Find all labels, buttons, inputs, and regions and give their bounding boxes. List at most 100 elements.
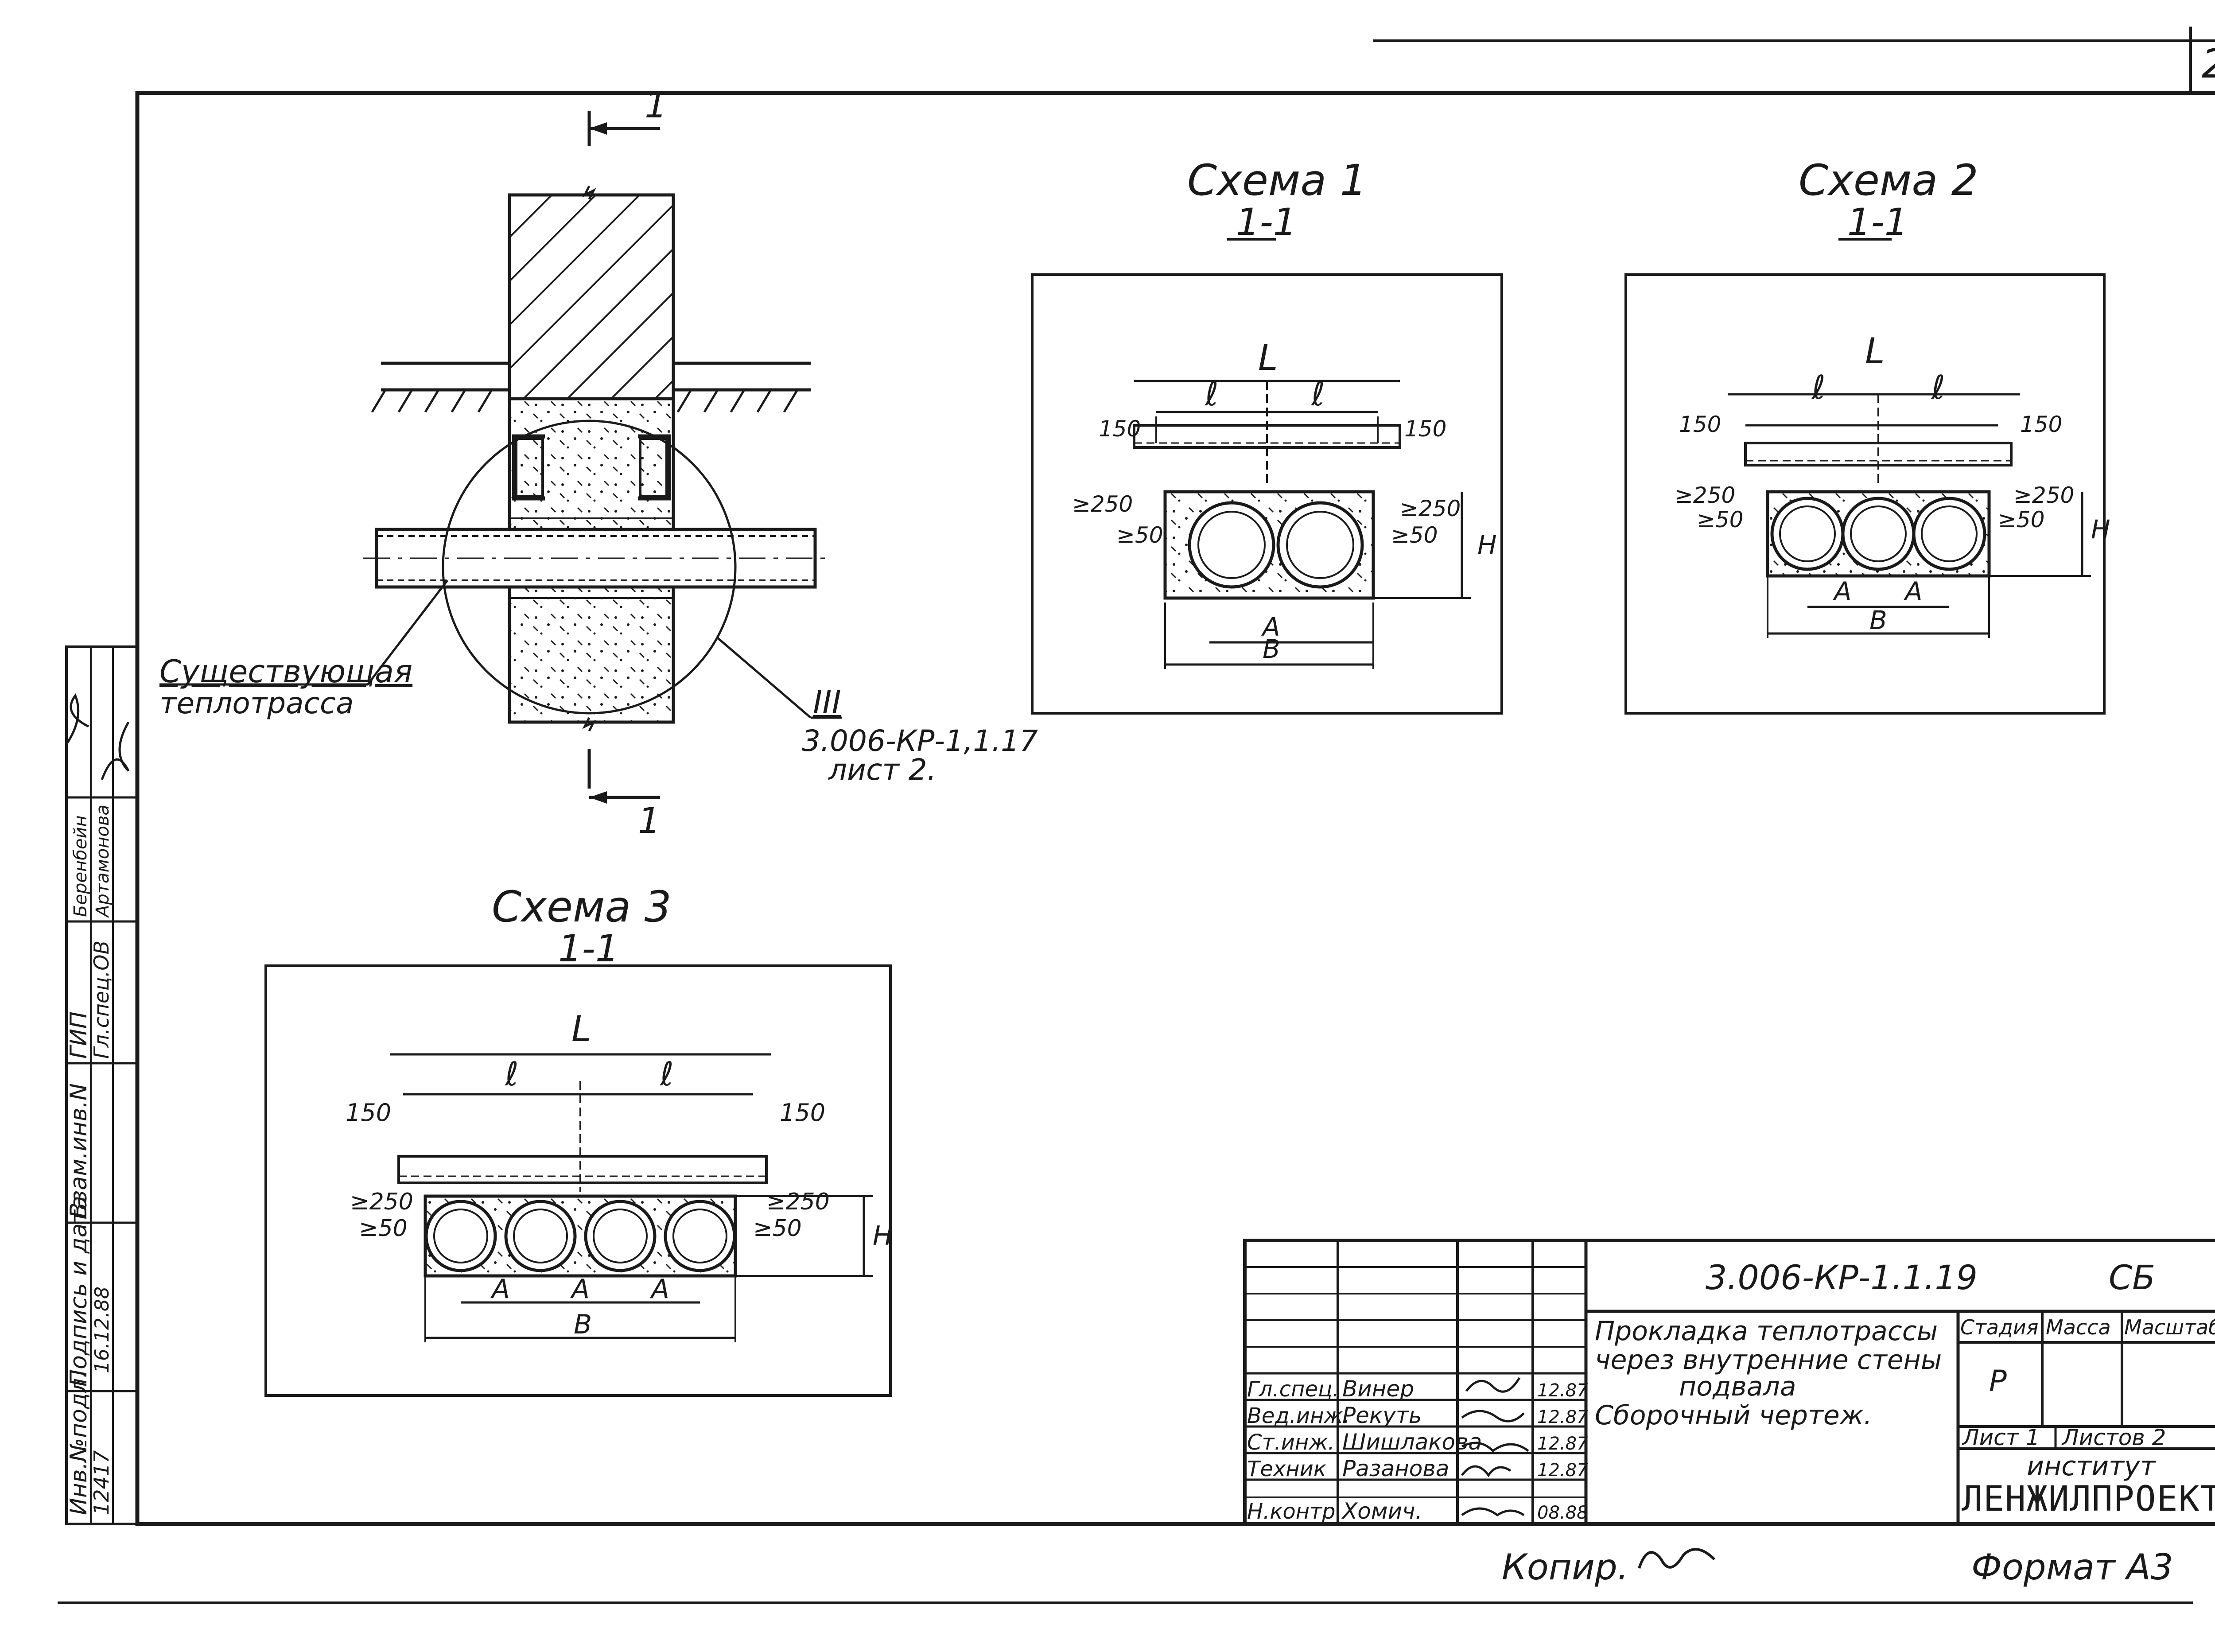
scheme-3-dim-150-left: 150 <box>346 1099 391 1127</box>
swap-label: Взам.инв.N <box>66 1083 92 1218</box>
gip-name: Беренбейн <box>70 815 91 917</box>
scheme-2-dim-L: L <box>1865 330 1885 372</box>
tb-institute-label: институт <box>2027 1451 2157 1482</box>
tb-institute-name: ЛЕНЖИЛПРОЕКТ <box>1962 1479 2215 1519</box>
tb-signatures <box>1461 1377 1529 1517</box>
scheme-3-dim-H: H <box>873 1221 893 1252</box>
scheme-3-dim-L: L <box>571 1008 591 1050</box>
tb-scale-label: Масштаб <box>2124 1315 2215 1339</box>
scheme-2-dim-ge250-left: ≥250 <box>1675 482 1735 508</box>
tb-sheet: Лист 1 <box>1962 1425 2040 1450</box>
tb-person-name: Разанова <box>1342 1456 1449 1481</box>
scheme-1-dim-L: L <box>1258 337 1278 378</box>
existing-pipe-label-2: теплотрасса <box>159 686 354 720</box>
title-block <box>1243 1239 2215 1526</box>
scheme-1-dim-ge50-right: ≥50 <box>1391 522 1438 548</box>
scheme-2-dim-A-right: A <box>1903 576 1923 606</box>
tb-person-date: 08.88 <box>1537 1503 1588 1523</box>
scheme-2 <box>1624 238 2106 715</box>
scheme-2-dim-ge50-left: ≥50 <box>1697 507 1744 533</box>
tb-person-name: Хомич. <box>1341 1498 1422 1524</box>
tb-person-date: 12.87 <box>1537 1434 1588 1454</box>
scheme-3-dim-A-3: A <box>649 1274 669 1305</box>
scheme-3-dim-ge250-right: ≥250 <box>766 1189 830 1215</box>
tb-stage-label: Стадия <box>1960 1315 2038 1339</box>
side-stamp <box>65 645 139 1525</box>
tb-title-1: Прокладка теплотрассы <box>1595 1316 1938 1347</box>
tb-stage-value: Р <box>1989 1364 2007 1398</box>
callout-ref-2: лист 2. <box>828 753 937 787</box>
tb-person-name: Шишлакова <box>1342 1429 1482 1455</box>
tb-person-role: Гл.спец. <box>1247 1377 1339 1402</box>
copy-signature <box>1638 1548 1716 1569</box>
copy-label: Копир. <box>1502 1547 1628 1588</box>
scheme-1-title: Схема 1 <box>1187 155 1367 205</box>
tb-person-role: Ст.инж. <box>1247 1430 1335 1455</box>
tb-person-role: Вед.инж. <box>1247 1403 1350 1428</box>
tb-person-name: Винер <box>1342 1376 1414 1402</box>
scheme-1-dim-H: H <box>1477 530 1497 560</box>
inv-label: Инв.№подл. <box>66 1371 92 1515</box>
tb-person-role: Н.контр. <box>1247 1499 1342 1524</box>
scheme-2-section: 1-1 <box>1847 200 1908 244</box>
scheme-1-dim-ge250-left: ≥250 <box>1072 491 1133 517</box>
sign-date-label: Подпись и дата <box>66 1196 92 1387</box>
scheme-1-dim-150-right: 150 <box>1404 416 1446 442</box>
section-mark-bottom: 1 <box>638 800 661 841</box>
gl-spec-ov-name: Артамонова <box>93 805 113 918</box>
inv-value: 12417 <box>89 1450 113 1515</box>
scheme-3-section: 1-1 <box>558 927 619 970</box>
scheme-1-section: 1-1 <box>1236 200 1297 244</box>
existing-pipe-label-1: Существующая <box>159 653 412 690</box>
scheme-1 <box>1031 238 1503 715</box>
callout-numeral: III <box>813 684 841 721</box>
tb-designation: 3.006-КР-1.1.19 <box>1706 1258 1978 1297</box>
tb-title-3: подвала <box>1679 1371 1796 1402</box>
scheme-3-dim-ge250-left: ≥250 <box>350 1189 413 1215</box>
scheme-2-title: Схема 2 <box>1799 155 1978 205</box>
wall-penetration-view <box>159 111 842 804</box>
scheme-1-dim-B: B <box>1263 634 1280 664</box>
side-stamp-signature <box>65 693 130 780</box>
tb-person-name: Рекуть <box>1342 1403 1422 1428</box>
scheme-2-dim-A-left: A <box>1832 576 1852 606</box>
gip-label: ГИП <box>66 1011 92 1059</box>
scheme-1-dim-ge250-right: ≥250 <box>1400 496 1461 521</box>
scheme-2-dim-B: B <box>1869 605 1887 635</box>
scheme-1-dim-ge50-left: ≥50 <box>1116 522 1163 548</box>
scheme-3 <box>264 964 892 1397</box>
scheme-2-dim-ge50-right: ≥50 <box>1998 507 2045 533</box>
scheme-2-dim-150-right: 150 <box>2020 412 2062 437</box>
scheme-2-dim-150-left: 150 <box>1679 412 1721 437</box>
scheme-3-dim-A-2: A <box>570 1274 590 1305</box>
scheme-3-dim-ge50-left: ≥50 <box>359 1215 408 1242</box>
tb-doc-code: СБ <box>2109 1258 2155 1297</box>
scheme-3-dim-l-left: ℓ <box>504 1055 519 1093</box>
tb-person-date: 12.87 <box>1537 1460 1588 1481</box>
page-number: 27 <box>2202 41 2215 87</box>
tb-title-2: через внутренние стены <box>1595 1345 1942 1376</box>
scheme-3-title: Схема 3 <box>492 882 672 932</box>
tb-person-date: 12.87 <box>1537 1380 1588 1401</box>
scheme-3-dim-l-right: ℓ <box>659 1055 674 1093</box>
tb-person-date: 12.87 <box>1537 1407 1588 1427</box>
sign-date-value: 16.12.88 <box>91 1287 113 1373</box>
tb-person-role: Техник <box>1247 1457 1326 1481</box>
scheme-2-dim-H: H <box>2091 514 2110 544</box>
scheme-3-dim-B: B <box>574 1309 592 1340</box>
scheme-3-dim-150-right: 150 <box>780 1099 825 1127</box>
tb-sheets: Листов 2 <box>2061 1425 2166 1450</box>
section-mark-top: 1 <box>645 85 667 126</box>
scheme-2-dim-l-right: ℓ <box>1931 369 1945 407</box>
tb-title-4: Сборочный чертеж. <box>1595 1400 1872 1431</box>
scheme-2-dim-ge250-right: ≥250 <box>2013 482 2074 508</box>
tb-mass-label: Масса <box>2046 1315 2111 1339</box>
scheme-1-dim-l-left: ℓ <box>1204 375 1219 413</box>
scheme-1-dim-150-left: 150 <box>1099 416 1141 442</box>
scheme-3-dim-A-1: A <box>490 1274 510 1305</box>
scheme-3-dim-ge50-right: ≥50 <box>753 1215 802 1242</box>
scheme-2-dim-l-left: ℓ <box>1811 369 1826 407</box>
scheme-1-dim-l-right: ℓ <box>1310 375 1325 413</box>
gl-spec-ov-label: Гл.спец.ОВ <box>89 941 113 1059</box>
